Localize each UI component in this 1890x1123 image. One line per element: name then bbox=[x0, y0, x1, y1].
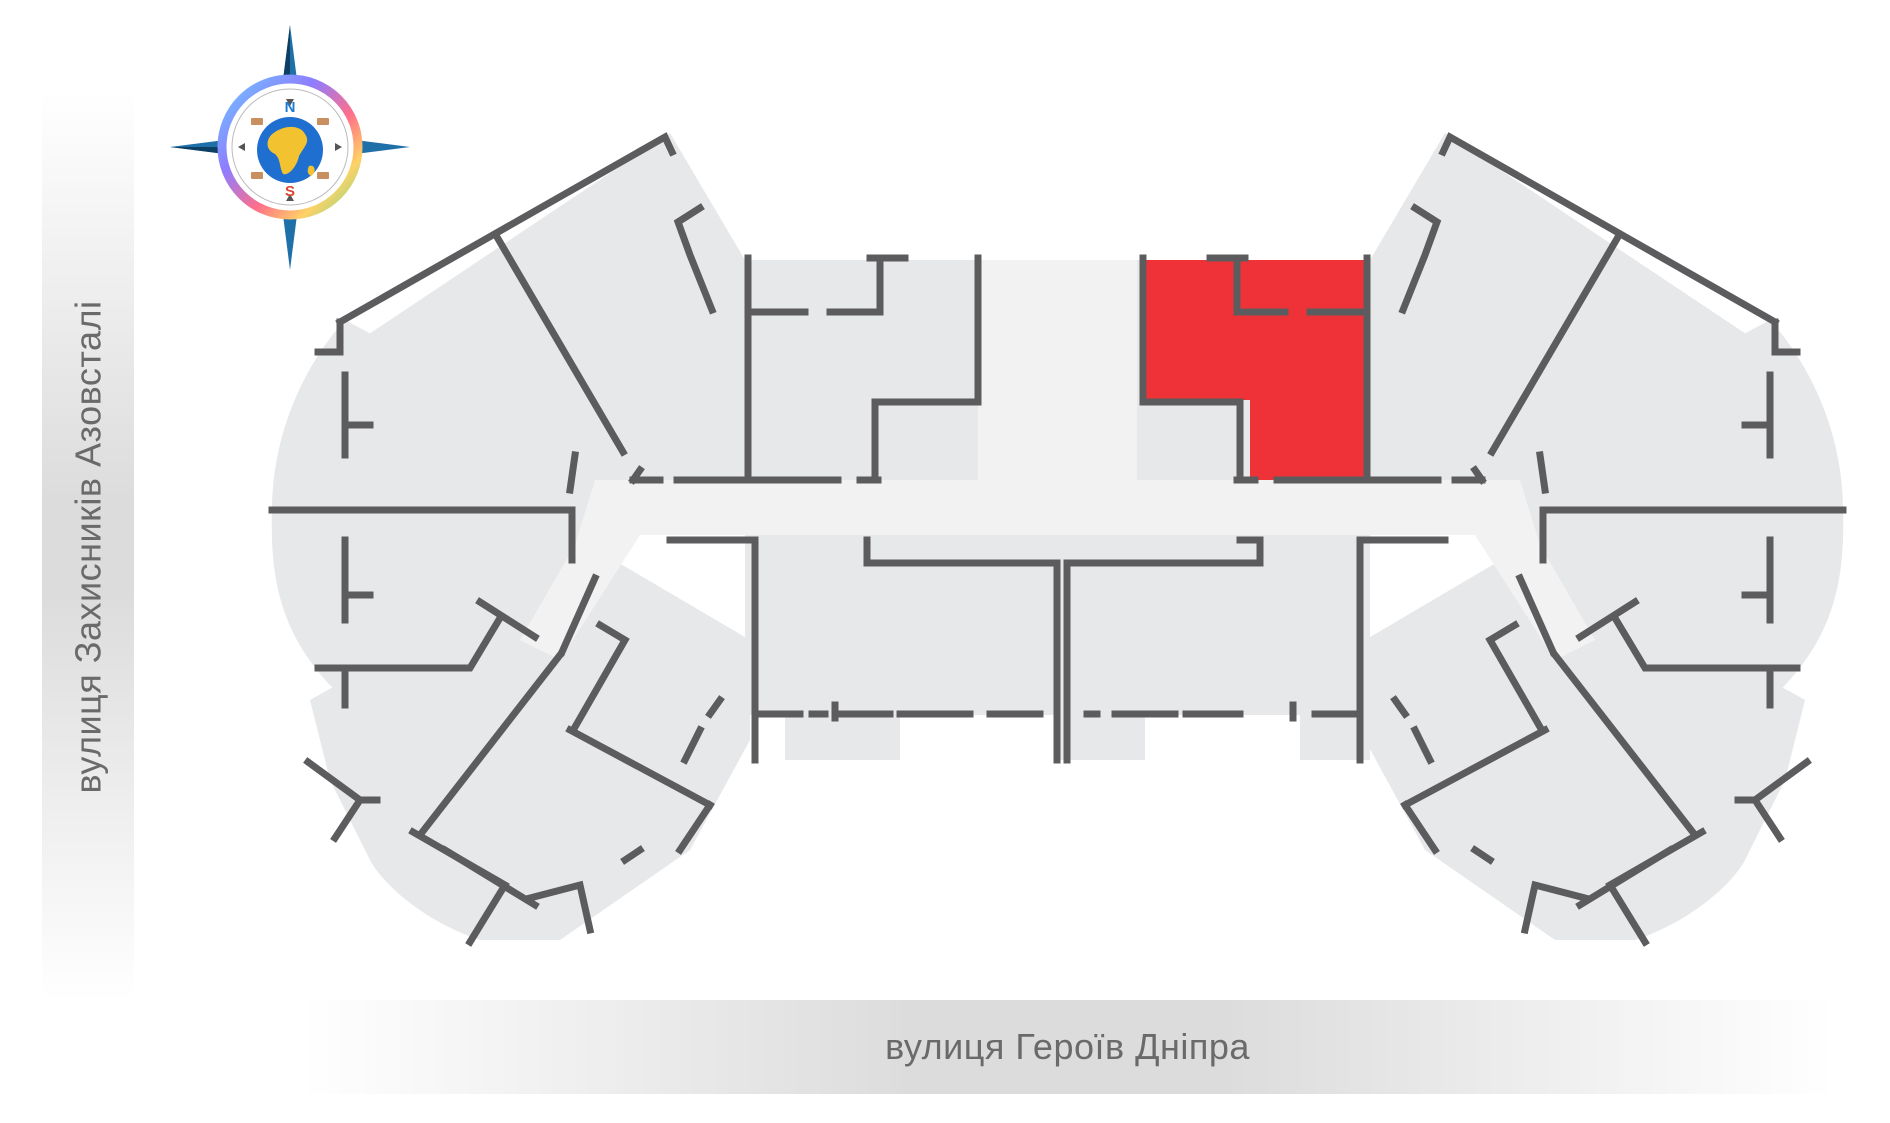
street-bottom-label: вулиця Героїв Дніпра bbox=[885, 1026, 1250, 1067]
street-bottom-band: вулиця Героїв Дніпра bbox=[300, 1000, 1835, 1094]
compass-ticks bbox=[238, 99, 342, 201]
street-left-band: вулиця Захисників Азовсталі bbox=[42, 92, 134, 1002]
corridor bbox=[520, 260, 1595, 660]
walls bbox=[268, 132, 1847, 947]
compass-north-label: N bbox=[285, 99, 296, 116]
compass-rose-icon: N S bbox=[170, 25, 410, 270]
compass-needles bbox=[170, 25, 410, 270]
globe-icon bbox=[257, 117, 323, 183]
compass-south-label: S bbox=[285, 183, 295, 200]
